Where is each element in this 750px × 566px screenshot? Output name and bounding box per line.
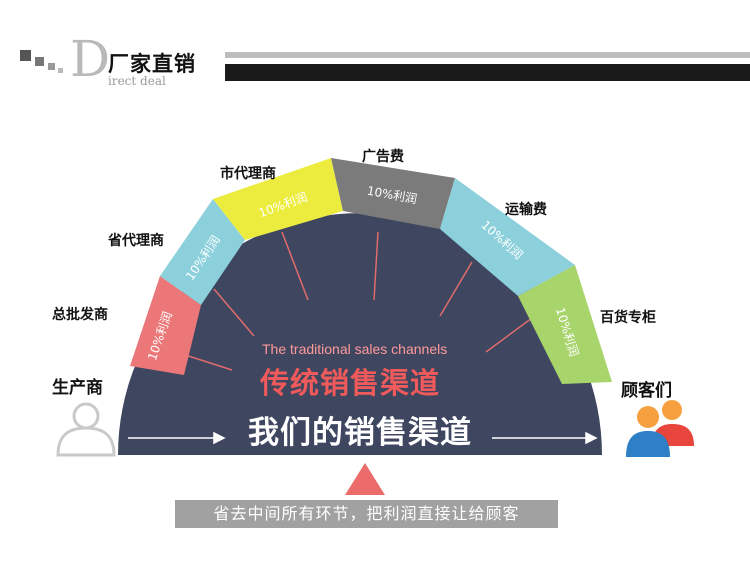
ray [373,231,379,301]
page-subtitle: irect deal [108,74,166,88]
flow-arrows [128,431,598,445]
ray [281,231,309,301]
arrow-right-head [585,431,598,445]
slogan-banner: 省去中间所有环节，把利润直接让给顾客 [175,500,558,528]
deco-square [48,63,55,70]
segment-wholesale [130,276,201,375]
deco-square [58,68,63,73]
segment-province-agent [160,199,245,305]
logo-letter: D [70,30,111,88]
segment-advertising [331,158,455,229]
deco-square [20,50,31,61]
segment-label: 广告费 [362,149,404,165]
segment-transport [440,178,575,296]
producer-label: 生产商 [52,378,103,398]
header-rule-thin [225,52,750,58]
ray [439,261,473,317]
customers-icon-head-back [662,400,682,420]
ray [485,317,533,353]
arrow-left-head [213,431,226,445]
channel-dome [118,213,602,455]
customers-icon [626,400,694,457]
our-channel-cn: 我们的销售渠道 [248,415,472,451]
segment-label: 市代理商 [220,166,276,182]
producer-icon-body [56,426,116,457]
segment-label: 百货专柜 [600,310,656,326]
deco-square [35,57,44,66]
ray [213,288,255,337]
segment-department-counter [518,265,612,384]
customers-label: 顾客们 [621,381,672,401]
header: D 厂家直销 irect deal [0,0,750,100]
producer-icon-head [72,402,100,430]
traditional-channels-en: The traditional sales channels [262,341,448,357]
segment-label: 总批发商 [52,307,108,323]
segment-label: 省代理商 [108,233,164,249]
header-rule-thick [225,64,750,81]
segment-label: 运输费 [505,202,547,218]
pointer-triangle [345,463,385,495]
segment-city-agent [213,158,343,240]
page-title: 厂家直销 [108,52,196,76]
producer-icon [56,402,116,457]
traditional-channels-cn: 传统销售渠道 [260,366,441,400]
customers-icon-head-front [637,406,659,428]
customers-icon-body-front [626,431,670,457]
band-segments [130,158,612,384]
